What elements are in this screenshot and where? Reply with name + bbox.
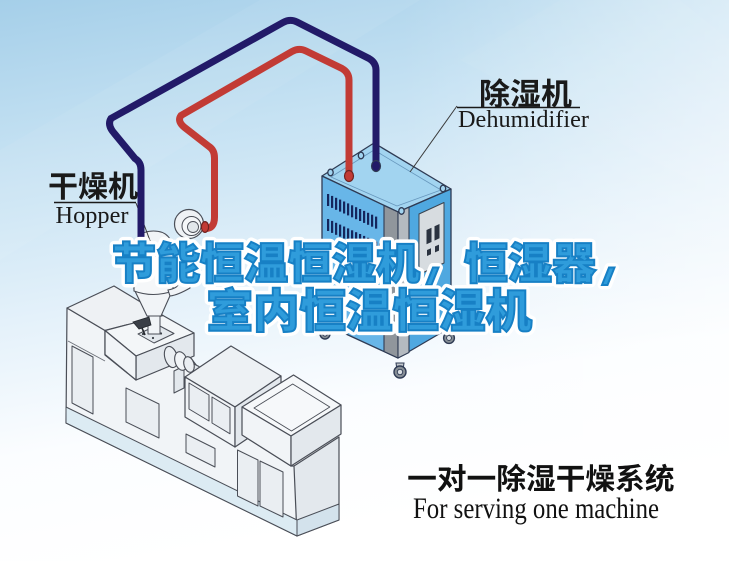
return-air-port xyxy=(343,169,355,183)
extruder-part xyxy=(259,460,284,518)
dehumidifier-part xyxy=(363,210,366,223)
extruder-part xyxy=(290,404,342,467)
hopper-part xyxy=(151,336,155,340)
hopper-part xyxy=(187,221,199,233)
dehumidifier-part xyxy=(439,184,447,193)
light-streak-2 xyxy=(460,0,729,200)
dehumidifier-part xyxy=(347,203,350,216)
dehumidifier-part xyxy=(347,228,350,241)
caption-en: For serving one machine xyxy=(413,492,659,525)
dehumidifier-leader-line xyxy=(409,105,458,173)
dehumidifier-label-en: Dehumidifier xyxy=(458,106,589,133)
dehumidifier-part xyxy=(335,222,338,235)
dehumidifier-part xyxy=(331,195,334,208)
dehumidifier-part xyxy=(426,227,432,245)
dehumidifier-part xyxy=(343,226,346,239)
dehumidifier-part xyxy=(343,201,346,214)
dehumidifier-part xyxy=(435,244,439,253)
extruder-machine xyxy=(65,285,342,537)
hopper-label-cn xyxy=(49,171,138,200)
extruder-part xyxy=(296,503,340,537)
dehumidifier-part xyxy=(357,151,365,160)
dehumidifier-part xyxy=(355,232,358,245)
light-streak-1 xyxy=(0,0,420,260)
hopper-part xyxy=(141,327,146,336)
dehumidifier-part xyxy=(327,168,334,177)
bottom-caption: For serving one machine xyxy=(408,463,674,525)
dehumidifier-part xyxy=(396,368,404,376)
caption-cn-glyphs xyxy=(408,463,674,492)
pipes xyxy=(106,16,382,247)
dehumidifier-part xyxy=(398,207,405,215)
hopper-label-cn-glyphs xyxy=(49,171,138,200)
dehumidifier-label-cn xyxy=(481,78,572,108)
dehumidifier-part xyxy=(434,224,440,241)
dehumidifier-part xyxy=(335,197,338,210)
dehumidifier-part xyxy=(355,207,358,220)
dehumidifier-part xyxy=(327,219,330,231)
dehumidifier-label-cn-glyphs xyxy=(481,78,572,108)
dehumidifier-part xyxy=(367,212,370,225)
extruder-part xyxy=(211,396,231,435)
extruder-part xyxy=(71,345,94,415)
dehumidifier-part xyxy=(371,214,374,227)
dry-air-pipe xyxy=(106,16,380,247)
dehumidifier-label: Dehumidifier xyxy=(409,78,589,173)
extruder-part xyxy=(125,387,160,439)
return-air-pipe xyxy=(176,45,353,232)
dehumidifier-part xyxy=(351,230,354,243)
extruder-part xyxy=(253,383,331,432)
hopper-label-en: Hopper xyxy=(56,202,129,229)
dehumidifier-part xyxy=(359,209,362,221)
title-line-1 xyxy=(109,236,619,290)
dehumidifier-part xyxy=(339,224,342,237)
extruder-part xyxy=(104,329,137,381)
hopper-part xyxy=(132,316,152,330)
title-line-2-glyphs xyxy=(208,285,533,334)
extruder-part xyxy=(237,449,259,507)
dehumidifier-part xyxy=(327,194,330,206)
dry-air-port xyxy=(370,159,382,173)
dehumidifier-part xyxy=(375,216,378,229)
extruder-part xyxy=(185,433,216,468)
dehumidifier-part xyxy=(446,335,452,341)
main-title xyxy=(109,236,619,337)
caption-cn xyxy=(408,463,674,492)
title-line-2 xyxy=(204,282,537,337)
hopper-label: Hopper xyxy=(49,171,153,247)
dehumidifier-part xyxy=(339,199,342,212)
title-line-1-glyphs xyxy=(113,239,616,286)
dehumidifier-part xyxy=(351,205,354,218)
extruder-part xyxy=(67,340,106,362)
dehumidifier-part xyxy=(427,248,431,256)
blower-inlet-ring xyxy=(200,221,210,234)
dehumidifier-part xyxy=(331,220,334,233)
extruder-part xyxy=(188,382,210,422)
